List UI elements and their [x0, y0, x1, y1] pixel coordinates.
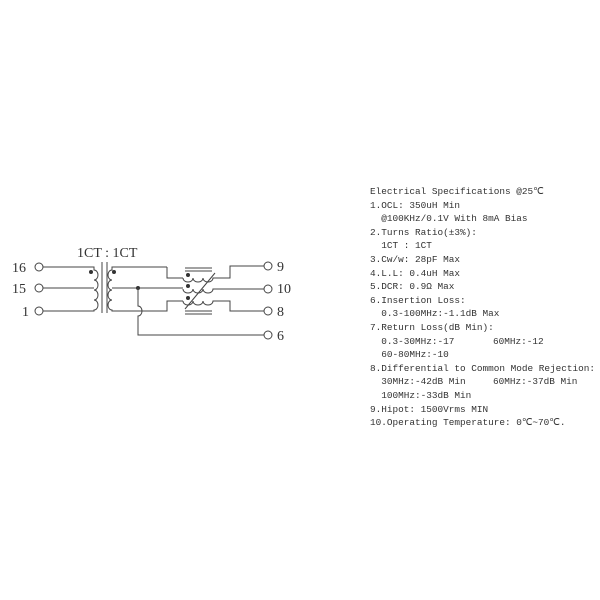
spec-line: 100MHz:-33dB Min	[370, 390, 472, 401]
ratio-label: 1CT : 1CT	[77, 246, 138, 261]
spec-line-col2: 60MHz:-37dB Min	[493, 376, 578, 388]
spec-line: @100KHz/0.1V With 8mA Bias	[370, 213, 528, 225]
spec-line-col2: 60MHz:-12	[493, 335, 544, 347]
spec-line: 2.Turns Ratio(±3%):	[370, 226, 477, 238]
pin-10-label: 10	[277, 282, 291, 297]
spec-line: 30MHz:-42dB Min	[370, 376, 466, 388]
spec-line: 9.Hipot: 1500Vrms MIN	[370, 403, 489, 415]
pin-1-label: 1	[22, 305, 29, 320]
spec-line: 6.Insertion Loss:	[370, 294, 466, 306]
spec-line: 0.3-30MHz:-17	[370, 335, 455, 347]
spec-line: 4.L.L: 0.4uH Max	[370, 267, 461, 279]
spec-line: 10.Operating Temperature: 0℃~70℃.	[370, 417, 566, 429]
spec-line: 0.3-100MHz:-1.1dB Max	[370, 308, 500, 320]
terminals	[34, 261, 273, 340]
transformer	[43, 262, 264, 336]
pin-15-label: 15	[12, 282, 26, 297]
spec-line: 60-80MHz:-10	[370, 349, 449, 361]
spec-line: 1.OCL: 350uH Min	[370, 199, 461, 211]
pin-16-label: 16	[12, 261, 26, 276]
pin-8-label: 8	[277, 305, 284, 320]
spec-line: 1CT : 1CT	[370, 240, 432, 252]
pin-9-label: 9	[277, 260, 284, 275]
spec-title: Electrical Specifications @25℃	[370, 186, 544, 197]
pin-6-label: 6	[277, 329, 284, 344]
spec-line: 5.DCR: 0.9Ω Max	[370, 281, 455, 293]
common-mode-choke	[182, 265, 264, 315]
spec-line: 7.Return Loss(dB Min):	[370, 322, 494, 333]
spec-line: 3.Cw/w: 28pF Max	[370, 254, 461, 265]
spec-line: 8.Differential to Common Mode Rejection:	[370, 362, 596, 374]
